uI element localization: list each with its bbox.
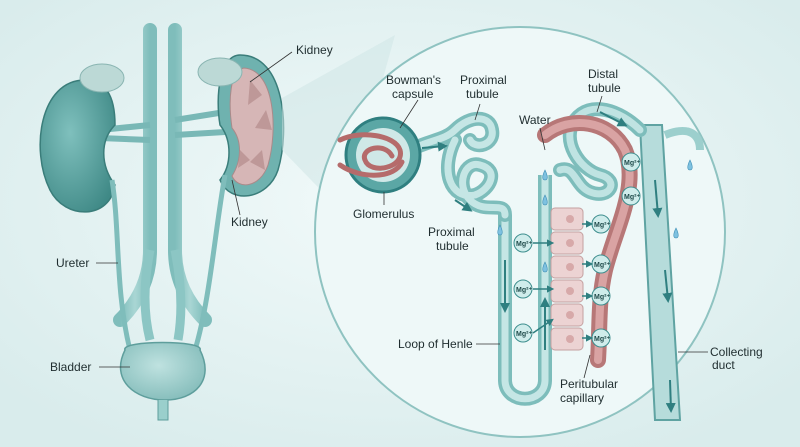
renal-pyramids xyxy=(238,80,272,170)
mg-ion-label: Mg²⁺ xyxy=(516,287,532,294)
mg-ion-label: Mg²⁺ xyxy=(594,336,610,343)
bowmans-leader xyxy=(399,99,419,129)
renal-vessels-right xyxy=(174,109,226,138)
iliac-right xyxy=(170,249,186,341)
nephron-detail: Mg²⁺ Mg²⁺ Mg²⁺ Mg²⁺ Mg²⁺ Mg²⁺ Mg²⁺ Mg²⁺ … xyxy=(314,26,766,438)
kidney-bottom-leader xyxy=(231,179,241,216)
label-distal-tubule: Distal tubule xyxy=(588,67,621,95)
kidney-left xyxy=(39,79,116,213)
label-ureter: Ureter xyxy=(56,256,89,270)
label-water: Water xyxy=(519,113,551,127)
adrenal-left xyxy=(79,63,125,93)
collecting-duct-top xyxy=(663,127,704,151)
ureter-right xyxy=(192,174,228,351)
mg-ion-label: Mg²⁺ xyxy=(594,222,610,229)
urethra xyxy=(157,400,169,421)
mg-ion-label: Mg²⁺ xyxy=(624,160,640,167)
urinary-system: Kidney Kidney Ureter Bladder xyxy=(39,23,333,421)
water-droplets xyxy=(497,159,693,273)
label-kidney-top: Kidney xyxy=(296,43,333,57)
label-proximal-tubule-top: Proximal tubule xyxy=(460,73,510,101)
label-bladder: Bladder xyxy=(50,360,91,374)
glomerulus xyxy=(337,132,405,178)
label-peritubular-capillary: Peritubular capillary xyxy=(560,377,621,405)
mg-ions: Mg²⁺ Mg²⁺ Mg²⁺ Mg²⁺ Mg²⁺ Mg²⁺ Mg²⁺ Mg²⁺ … xyxy=(513,152,641,348)
proximal-tubule-lumen xyxy=(406,115,509,219)
collecting-duct xyxy=(638,124,682,421)
peritubular-leader xyxy=(583,354,591,379)
bladder xyxy=(119,341,206,401)
mg-ion-label: Mg²⁺ xyxy=(516,241,532,248)
label-kidney-bottom: Kidney xyxy=(231,215,268,229)
distal-tubule-lumen xyxy=(556,105,644,198)
magnification-circle xyxy=(314,26,726,438)
zoom-cone xyxy=(282,35,395,215)
label-glomerulus: Glomerulus xyxy=(353,207,414,221)
kidney-top-leader xyxy=(249,51,293,83)
water-leader xyxy=(539,127,546,151)
mg-ion-label: Mg²⁺ xyxy=(594,262,610,269)
mg-ion-label: Mg²⁺ xyxy=(624,194,640,201)
distal-leader xyxy=(596,95,603,113)
proximal-top-leader xyxy=(474,103,481,121)
epithelial-cells xyxy=(550,207,584,351)
label-bowmans-capsule: Bowman's capsule xyxy=(386,73,444,101)
ion-arrows xyxy=(532,220,594,342)
mg-ion-label: Mg²⁺ xyxy=(594,294,610,301)
iliac-left xyxy=(140,249,155,342)
adrenal-right xyxy=(197,57,243,87)
label-loop-of-henle: Loop of Henle xyxy=(398,337,473,351)
ureter-left xyxy=(109,179,133,351)
mg-ion-label: Mg²⁺ xyxy=(516,331,532,338)
loop-of-henle-lumen xyxy=(501,175,549,403)
label-collecting-duct: Collecting duct xyxy=(710,345,766,372)
label-proximal-tubule-mid: Proximal tubule xyxy=(428,225,478,253)
